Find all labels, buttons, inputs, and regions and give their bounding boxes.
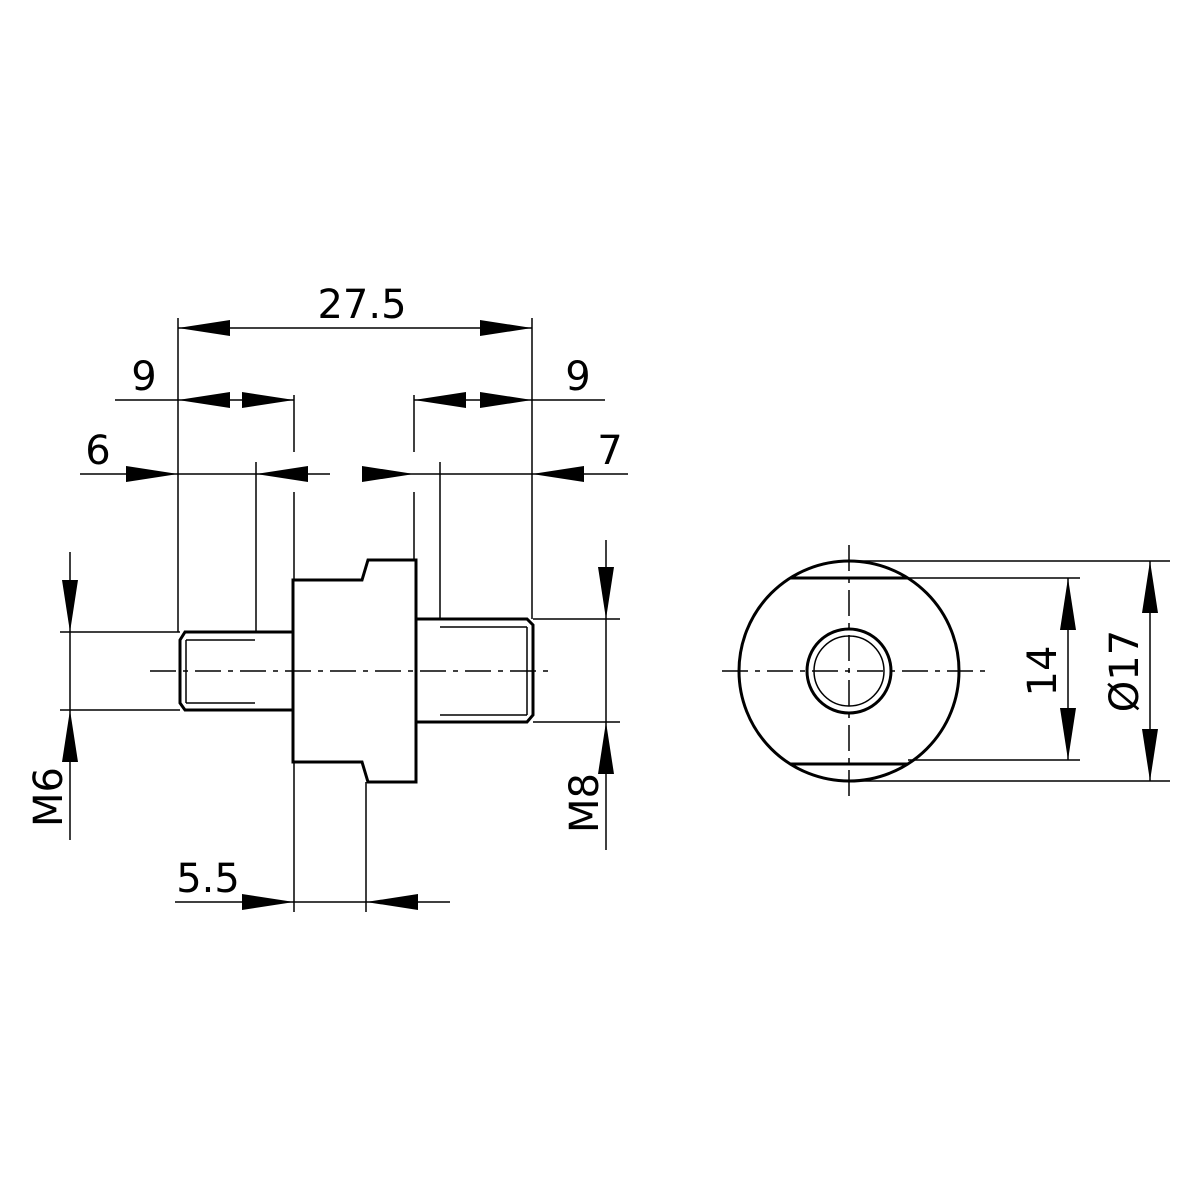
side-view: 27.5 9 9 6 7 5.5 M6 M8 — [26, 282, 628, 912]
end-view: 14 Ø17 — [722, 545, 1170, 800]
dim-text-m8: M8 — [562, 773, 608, 833]
dim-text-m6: M6 — [26, 767, 72, 827]
dim-overall-length — [178, 320, 532, 336]
dim-text-flange-5-5: 5.5 — [176, 856, 240, 902]
extension-lines — [60, 318, 620, 912]
dim-right-7 — [362, 466, 628, 482]
dim-left-9 — [115, 392, 294, 408]
dim-text-diameter-17: Ø17 — [1102, 630, 1148, 712]
dim-text-flat-14: 14 — [1020, 646, 1066, 697]
dim-m6 — [62, 552, 78, 840]
dim-flat-14 — [1060, 578, 1076, 760]
dim-flange-5-5 — [175, 894, 450, 910]
dim-right-9 — [414, 392, 605, 408]
dim-text-right-9: 9 — [565, 354, 590, 400]
dim-text-left-9: 9 — [131, 354, 156, 400]
dim-left-6 — [80, 466, 330, 482]
dim-text-left-6: 6 — [85, 428, 110, 474]
dim-diameter-17 — [1142, 561, 1158, 781]
hub-body — [291, 558, 418, 784]
dim-m8 — [598, 540, 614, 850]
dim-text-overall-length: 27.5 — [317, 282, 406, 328]
dim-text-right-7: 7 — [597, 428, 622, 474]
